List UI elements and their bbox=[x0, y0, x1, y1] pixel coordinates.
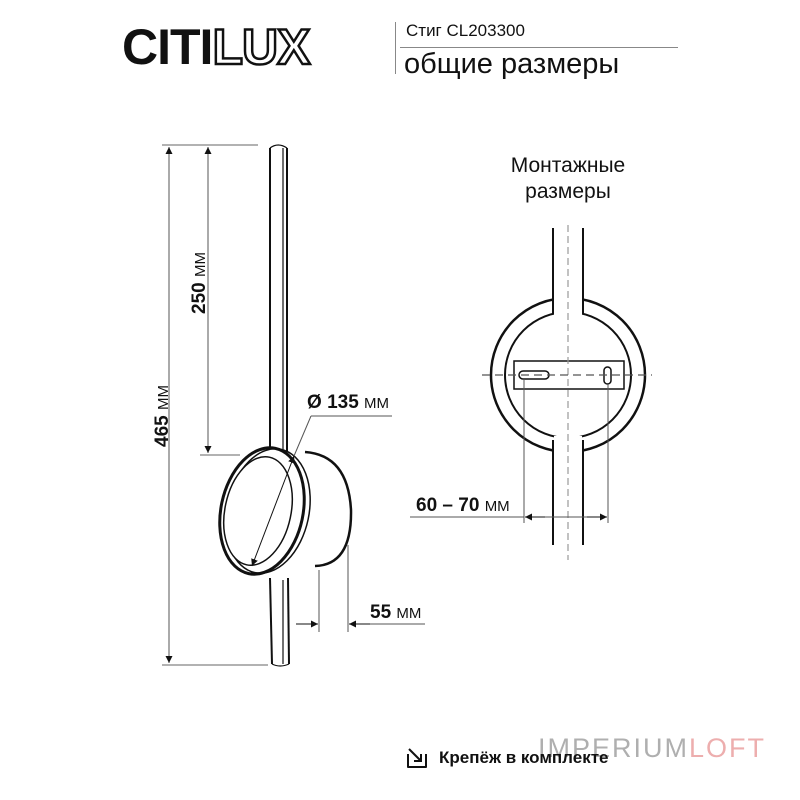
page-title: общие размеры bbox=[404, 48, 620, 80]
dim-label-60-70: 60 – 70 ММ bbox=[416, 496, 510, 517]
footer-note: Крепёж в комплекте bbox=[405, 746, 609, 770]
footer-text: Крепёж в комплекте bbox=[439, 748, 609, 767]
model-name: Стиг CL203300 bbox=[406, 21, 525, 40]
dim-line-diameter bbox=[251, 455, 295, 567]
dim-label-diameter: Ø 135 ММ bbox=[307, 393, 389, 414]
brand-logo-solid: CITI bbox=[122, 19, 213, 75]
title-divider-vertical bbox=[395, 22, 396, 74]
mount-view bbox=[410, 225, 652, 560]
dim-unit: ММ bbox=[155, 385, 172, 411]
watermark-part2: LOFT bbox=[689, 733, 767, 763]
dim-value: 135 bbox=[327, 392, 359, 413]
dim-value: 465 bbox=[152, 415, 173, 447]
brand-logo: CITILUX bbox=[122, 19, 312, 75]
arrow-down-right-icon bbox=[407, 748, 427, 768]
dim-unit: ММ bbox=[192, 252, 209, 278]
dim-label-465: 465 ММ bbox=[152, 385, 174, 447]
watermark: IMPERIUMLOFT bbox=[538, 733, 766, 764]
dim-value: 55 bbox=[370, 602, 392, 623]
title-divider-horizontal bbox=[400, 47, 678, 48]
dim-value: 60 – 70 bbox=[416, 495, 480, 516]
dim-unit: ММ bbox=[484, 498, 510, 515]
mount-title-line2: размеры bbox=[525, 180, 611, 203]
mount-view-title: Монтажные размеры bbox=[488, 153, 648, 205]
dim-unit: ММ bbox=[364, 395, 390, 412]
dim-label-250: 250 ММ bbox=[189, 252, 211, 314]
watermark-part1: IMPERIUM bbox=[538, 733, 689, 763]
dim-value: 250 bbox=[189, 282, 210, 314]
brand-logo-outline: LUX bbox=[211, 19, 312, 75]
dim-unit: ММ bbox=[396, 605, 422, 622]
lamp-side-view bbox=[162, 144, 425, 667]
mount-title-line1: Монтажные bbox=[510, 154, 626, 177]
diameter-symbol: Ø bbox=[307, 392, 322, 413]
dim-label-55: 55 ММ bbox=[370, 603, 421, 624]
